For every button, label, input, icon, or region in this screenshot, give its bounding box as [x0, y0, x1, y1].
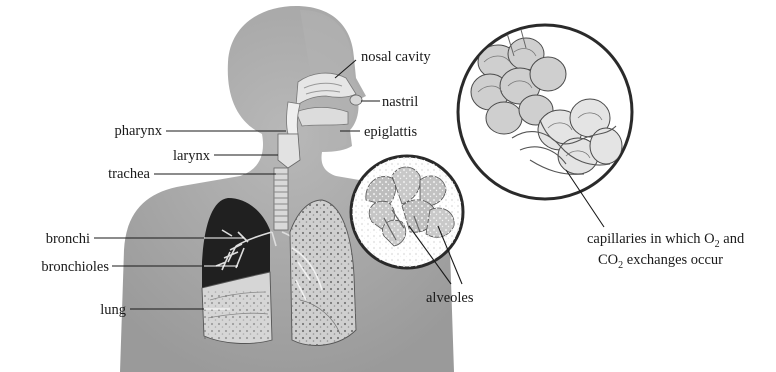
label-bronchi: bronchi [46, 231, 90, 247]
label-lung: lung [100, 302, 126, 318]
label-pharynx: pharynx [114, 123, 162, 139]
label-nosal-cavity: nosal cavity [361, 49, 431, 65]
label-nastril: nastril [382, 94, 418, 110]
alveoli-inset [350, 156, 464, 268]
label-bronchioles: bronchioles [41, 259, 109, 275]
label-alveoles: alveoles [426, 290, 474, 306]
label-larynx: larynx [173, 148, 211, 164]
label-capillaries-line1: capillaries in which O2 and [587, 231, 745, 250]
capillaries-magnified-inset [458, 25, 632, 199]
label-capillaries-line2: CO2 exchanges occur [598, 252, 723, 271]
nostril-shape [350, 95, 362, 105]
label-trachea: trachea [108, 166, 150, 182]
left-lung-cutaway [202, 198, 272, 343]
label-epiglattis: epiglattis [364, 124, 418, 140]
